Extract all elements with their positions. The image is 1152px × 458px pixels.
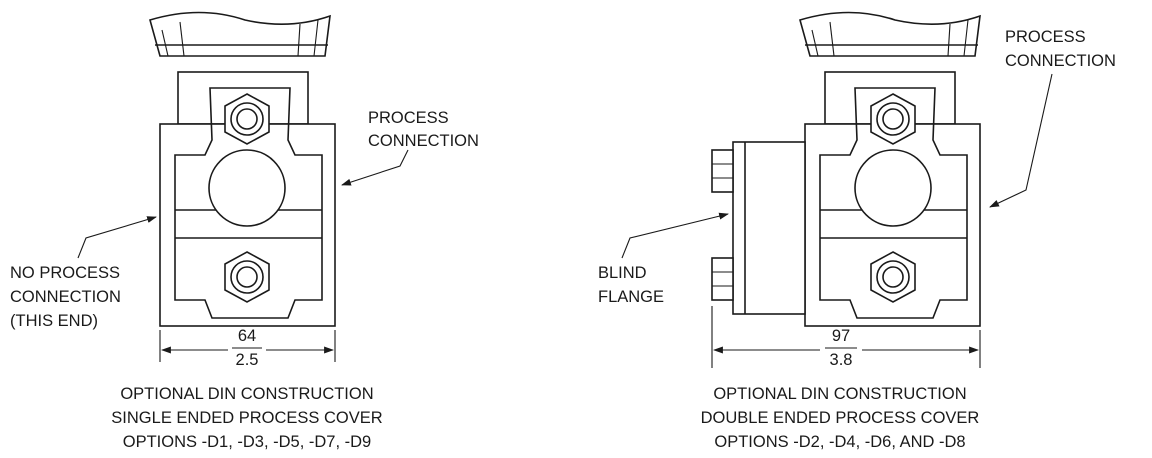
right-caption: OPTIONAL DIN CONSTRUCTION DOUBLE ENDED P…	[701, 385, 980, 451]
left-caption-line-1: OPTIONAL DIN CONSTRUCTION	[120, 385, 373, 403]
right-process-label-1: PROCESS	[1005, 28, 1086, 46]
right-dim-mm: 97	[832, 327, 850, 345]
right-transmitter-drawing	[711, 11, 981, 327]
right-process-label-2: CONNECTION	[1005, 52, 1116, 70]
right-caption-line-3: OPTIONS -D2, -D4, -D6, AND -D8	[714, 433, 965, 451]
left-no-process-label-3: (THIS END)	[10, 312, 98, 330]
left-caption-line-2: SINGLE ENDED PROCESS COVER	[111, 409, 382, 427]
right-caption-line-2: DOUBLE ENDED PROCESS COVER	[701, 409, 980, 427]
right-bottom-bolt	[870, 251, 916, 303]
right-top-bolt	[870, 93, 916, 145]
left-dim-mm: 64	[238, 327, 256, 345]
left-housing-cap	[149, 11, 331, 57]
left-no-process-label-2: CONNECTION	[10, 288, 121, 306]
left-center-circle	[208, 149, 286, 227]
left-no-process-callout: NO PROCESS CONNECTION (THIS END)	[10, 216, 157, 330]
right-process-callout: PROCESS CONNECTION	[989, 28, 1116, 208]
left-flange-outline	[174, 87, 323, 319]
left-dimension: 64 2.5	[159, 327, 336, 369]
left-process-callout: PROCESS CONNECTION	[341, 109, 479, 186]
right-flange-outline	[819, 87, 968, 319]
right-blind-label-1: BLIND	[598, 264, 647, 282]
left-transmitter-drawing	[149, 11, 336, 327]
left-top-bolt	[224, 93, 270, 145]
left-process-label-2: CONNECTION	[368, 132, 479, 150]
right-blind-flange	[711, 141, 806, 315]
left-caption-line-3: OPTIONS -D1, -D3, -D5, -D7, -D9	[123, 433, 371, 451]
left-bottom-bolt	[224, 251, 270, 303]
right-center-circle	[854, 149, 932, 227]
right-dimension: 97 3.8	[711, 306, 981, 369]
right-caption-line-1: OPTIONAL DIN CONSTRUCTION	[713, 385, 966, 403]
left-process-label-1: PROCESS	[368, 109, 449, 127]
right-housing-cap	[799, 11, 981, 57]
right-dim-inch: 3.8	[830, 351, 853, 369]
left-caption: OPTIONAL DIN CONSTRUCTION SINGLE ENDED P…	[111, 385, 382, 451]
right-blind-label-2: FLANGE	[598, 288, 664, 306]
right-blind-flange-callout: BLIND FLANGE	[598, 212, 729, 306]
left-dim-inch: 2.5	[236, 351, 259, 369]
left-no-process-label-1: NO PROCESS	[10, 264, 120, 282]
